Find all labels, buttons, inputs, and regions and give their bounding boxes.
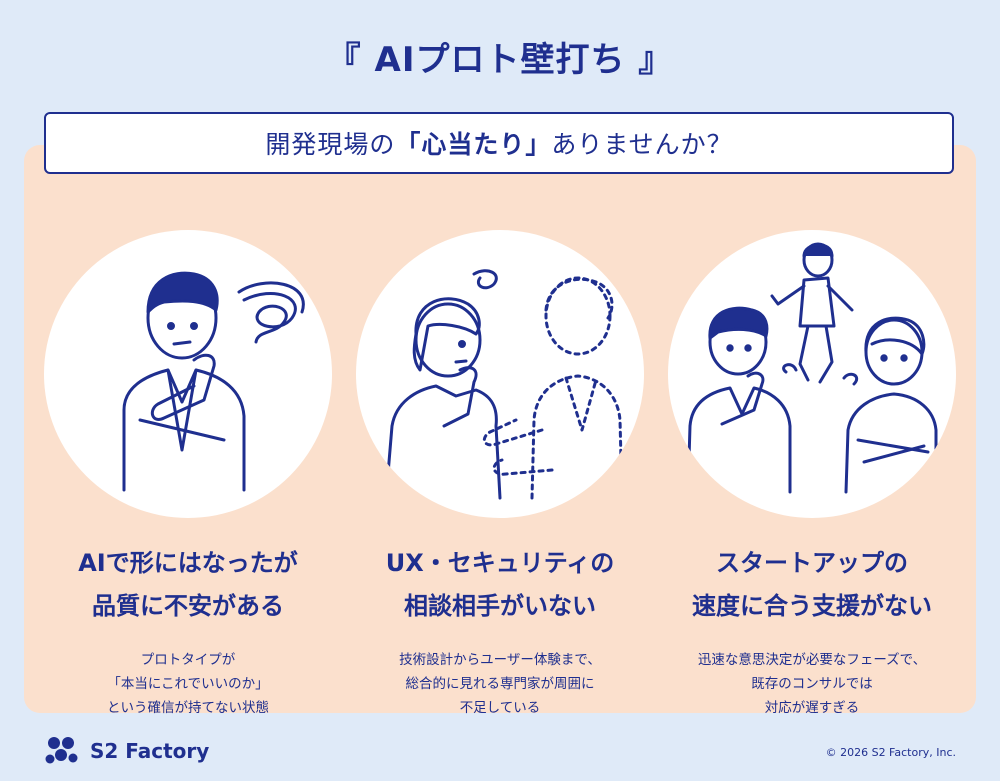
banner-prefix: 開発現場の <box>265 130 396 159</box>
banner-suffix: ありませんか？ <box>551 130 733 159</box>
case-desc-2-line2: 総合的に見れる専門家が周囲に <box>405 676 595 692</box>
case-description-3: 迅速な意思決定が必要なフェーズで、 既存のコンサルでは 対応が遅すぎる <box>662 648 962 720</box>
case-desc-1-line1: プロトタイプが <box>140 652 236 668</box>
case-desc-3-line1: 迅速な意思決定が必要なフェーズで、 <box>697 652 927 668</box>
case-heading-1: AIで形にはなったが 品質に不安がある <box>38 542 338 628</box>
case-heading-1-line2: 品質に不安がある <box>92 592 284 620</box>
case-desc-1-line2: 「本当にこれでいいのか」 <box>107 676 269 692</box>
copyright-text: © 2026 S2 Factory, Inc. <box>825 746 956 759</box>
case-desc-1-line3: という確信が持てない状態 <box>107 700 269 716</box>
case-heading-2-line2: 相談相手がいない <box>404 592 596 620</box>
case-desc-3-line2: 既存のコンサルでは <box>751 676 873 692</box>
brand-name: S2 Factory <box>90 739 210 763</box>
case-heading-3-line2: 速度に合う支援がない <box>692 592 932 620</box>
brand-logo: S2 Factory <box>44 735 209 767</box>
case-card-1: AIで形にはなったが 品質に不安がある プロトタイプが 「本当にこれでいいのか」… <box>38 230 338 720</box>
case-card-3: スタートアップの 速度に合う支援がない 迅速な意思決定が必要なフェーズで、 既存… <box>662 230 962 720</box>
case-heading-2: UX・セキュリティの 相談相手がいない <box>350 542 650 628</box>
running-man-and-team-illustration <box>668 230 956 518</box>
woman-and-consultant-illustration <box>356 230 644 518</box>
case-desc-2-line1: 技術設計からユーザー体験まで、 <box>399 652 601 668</box>
case-card-2: UX・セキュリティの 相談相手がいない 技術設計からユーザー体験まで、 総合的に… <box>350 230 650 720</box>
confused-man-illustration <box>44 230 332 518</box>
case-description-1: プロトタイプが 「本当にこれでいいのか」 という確信が持てない状態 <box>38 648 338 720</box>
case-heading-3-line1: スタートアップの <box>716 549 908 577</box>
case-heading-3: スタートアップの 速度に合う支援がない <box>662 542 962 628</box>
case-heading-2-line1: UX・セキュリティの <box>385 549 615 577</box>
question-banner: 開発現場の「心当たり」ありませんか？ <box>44 112 954 174</box>
page-title: 『 AIプロト壁打ち 』 <box>326 40 674 80</box>
case-heading-1-line1: AIで形にはなったが <box>78 549 298 577</box>
case-desc-2-line3: 不足している <box>459 700 541 716</box>
case-desc-3-line3: 対応が遅すぎる <box>764 700 860 716</box>
s2-factory-logo-icon <box>45 737 78 764</box>
case-description-2: 技術設計からユーザー体験まで、 総合的に見れる専門家が周囲に 不足している <box>350 648 650 720</box>
banner-highlight: 「心当たり」 <box>395 130 552 159</box>
